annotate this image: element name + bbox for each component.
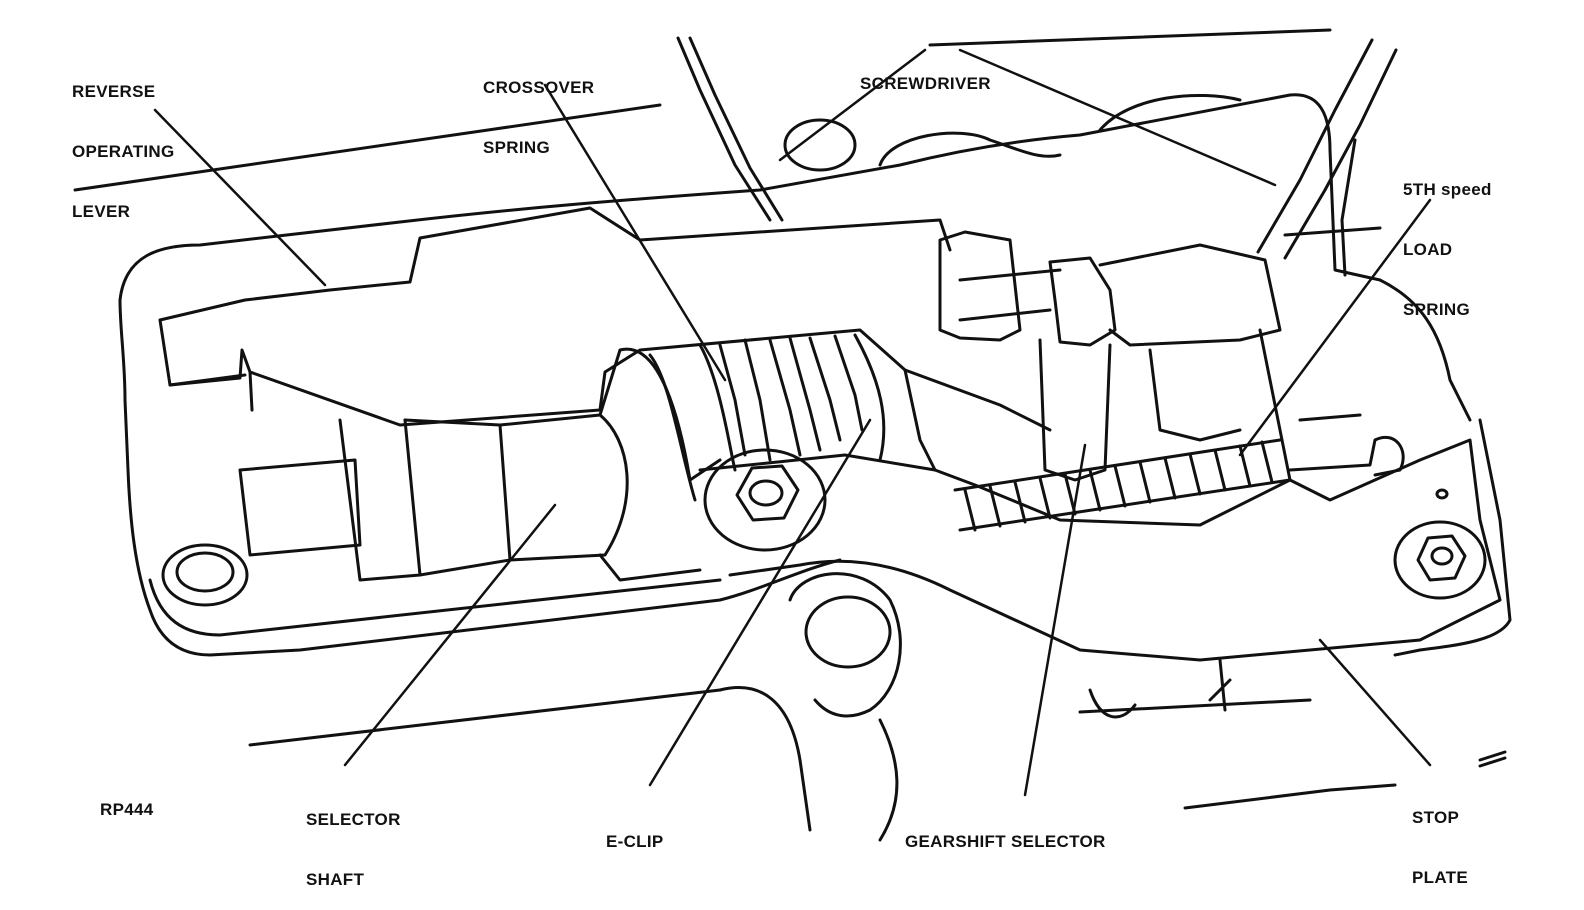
stop-plate-bolt — [1393, 488, 1487, 600]
figure-id: RP444 — [100, 800, 154, 819]
diagram-figure: REVERSE OPERATING LEVER CROSSOVER SPRING… — [72, 28, 1512, 889]
label-selector-shaft: SELECTOR SHAFT — [306, 810, 401, 889]
label-screwdriver: SCREWDRIVER — [860, 74, 991, 93]
leader-lines — [153, 48, 1432, 797]
mounting-bosses — [161, 93, 1242, 718]
label-reverse-operating-lever: REVERSE OPERATING LEVER — [72, 82, 175, 221]
load-spring-shape — [953, 438, 1292, 532]
crossover-spring-shape — [648, 333, 886, 502]
selector-shaft-shape — [238, 347, 722, 582]
label-e-clip: E-CLIP — [606, 832, 664, 851]
label-stop-plate: STOP PLATE — [1412, 808, 1468, 887]
selector-cover-plate — [698, 368, 1502, 662]
lower-casing — [718, 686, 899, 842]
transmission-illustration — [73, 28, 1512, 842]
housing-outline — [73, 28, 1507, 810]
screwdriver-shaft — [676, 36, 1398, 277]
base-plate — [118, 93, 1512, 657]
label-5th-speed-load-spring: 5TH speed LOAD SPRING — [1403, 180, 1492, 319]
label-gearshift-selector: GEARSHIFT SELECTOR — [905, 832, 1106, 851]
label-crossover-spring: CROSSOVER SPRING — [483, 78, 595, 157]
e-clip-bolt — [703, 448, 827, 552]
gearshift-selector-shape — [938, 230, 1362, 482]
rail-rod — [1088, 435, 1405, 719]
